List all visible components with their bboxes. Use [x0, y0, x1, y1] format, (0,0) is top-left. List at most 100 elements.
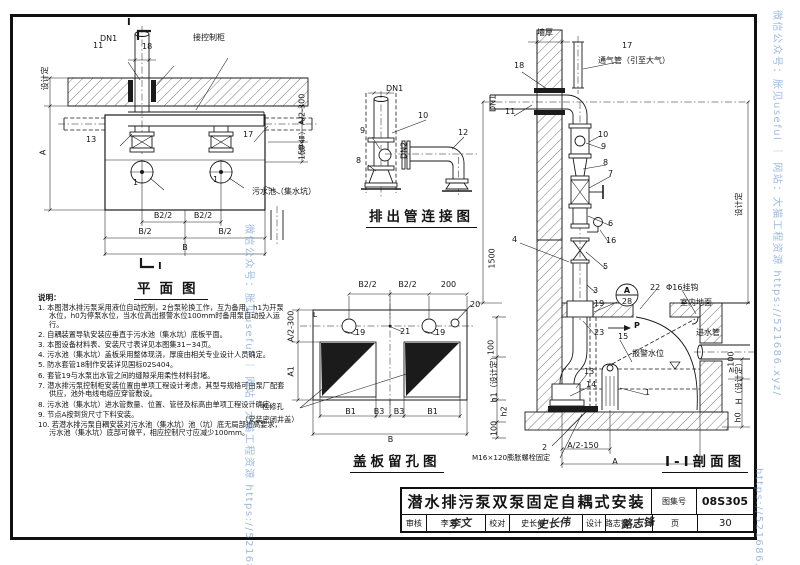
alarm-water-level-label: 报警水位 [632, 349, 664, 358]
section-dim-a2-150: A/2-150 [567, 441, 599, 450]
section-dim-100b: 100 [489, 420, 499, 437]
cover-dim-b1a: B1 [345, 407, 356, 416]
watermark-right-fragment: https://521686.xyz/ [753, 468, 764, 565]
review-label: 审核 [405, 518, 422, 528]
discharge-item-9: 9 [360, 126, 366, 135]
note-item: 6. 套管19与水泵出水管之间的缝隙采用柔性材料封堵。 [38, 370, 215, 380]
plan-item-17: 17 [243, 130, 254, 139]
access-hole-label: 检修孔 [262, 402, 284, 411]
section-dim-h2: h2 [499, 406, 509, 417]
wall-thickness-label: 墙厚 [537, 28, 553, 37]
note-item: 2. 自耦装置导轨安装应垂直于污水池（集水坑）底板平面。 [38, 330, 227, 340]
note-item: 7. 潜水排污泵控制柜安装位置由单项工程设计考虑，其型号规格可由泵厂配套供应，池… [38, 380, 285, 399]
discharge-connection-drawing [361, 91, 478, 197]
check-label: 校对 [484, 515, 509, 531]
cover-dim-b1b: B1 [427, 407, 438, 416]
section-item-19: 19 [594, 299, 605, 308]
page-label: 页 [652, 515, 696, 531]
plan-dim-a: A [38, 149, 48, 156]
section-item-7: 7 [608, 169, 614, 178]
note-item: 4. 污水池（集水坑）盖板采用整体现浇，厚度由相关专业设计人员确定。 [38, 350, 270, 360]
discharge-item-8: 8 [356, 156, 362, 165]
indoor-floor-label: 室内地面 [680, 298, 712, 307]
note-item: 1. 本图潜水排污泵采用液位自动控制，2台泵轮换工作，互为备用。h1为开泵水位，… [38, 302, 284, 329]
section-dim-a: A [612, 457, 618, 466]
cover-dim-l: L [313, 310, 318, 319]
plan-pipe-size-label: DN1 [100, 34, 118, 43]
section-item-22: 22 [650, 283, 661, 292]
section-item-11: 11 [505, 107, 516, 116]
anchor-bolt-label: M16×120膨胀螺栓固定 [472, 453, 551, 462]
plan-section-mark-top: I [127, 17, 131, 28]
note-item: 10. 若潜水排污泵自耦安装对污水池（集水坑）池（坑）底无局部抬高要求，污水池（… [38, 419, 282, 438]
atlas-number-label: 图集号 [651, 489, 696, 514]
section-item-13: 13 [584, 367, 595, 376]
cover-item-21: 21 [400, 327, 411, 336]
page-number: 30 [696, 515, 753, 531]
designer-cell: 路志锋 路志锋 [604, 515, 655, 532]
design-label: 设计 [581, 515, 606, 531]
plan-control-cabinet-label: 接控制柜 [193, 33, 225, 42]
plan-item-13: 13 [86, 135, 97, 144]
cover-plate-drawing [292, 290, 474, 436]
section-item-23: 23 [594, 328, 605, 337]
detail-callout-letter: A [624, 286, 631, 295]
cover-item-20: 20 [470, 300, 481, 309]
section-item-10: 10 [598, 130, 609, 139]
cover-item-19b: 19 [435, 328, 446, 337]
section-item-5: 5 [603, 262, 609, 271]
note-item: 8. 污水池（集水坑）进水管数量、位置、管径及标高由单项工程设计确定。 [38, 399, 278, 409]
discharge-item-12: 12 [458, 128, 469, 137]
discharge-connection-title: 排出管连接图 [366, 205, 477, 228]
plan-dim-b2-2a: B2/2 [153, 211, 173, 220]
vent-pipe-label: 通气管（引至大气） [598, 56, 670, 65]
section-item-16: 16 [606, 236, 617, 245]
section-dim-h0: h0 [733, 412, 743, 423]
watermark-right: 微信公众号：胀见useful ｜ 网站：大猫工程资源 https://52168… [771, 10, 782, 397]
section-item-2: 2 [542, 443, 548, 452]
designer-signature: 路志锋 [620, 515, 655, 532]
plan-pit-label: 污水池（集水坑） [252, 187, 316, 196]
discharge-item-10: 10 [418, 111, 429, 120]
reviewer-name: 李文 [440, 518, 457, 528]
note-item: 9. 节点A按到货尺寸下料安装。 [38, 409, 139, 419]
section-item-6: 6 [608, 219, 614, 228]
pressure-point-label: P [634, 321, 640, 330]
cover-dim-b2-2a: B2/2 [358, 280, 377, 289]
plan-item-1b: 1 [213, 175, 219, 184]
plan-item-11: 11 [93, 41, 104, 50]
detail-callout-page: 28 [622, 297, 632, 306]
discharge-pipe-size-dn2: DN2 [399, 141, 409, 160]
plan-dim-b: B [182, 243, 188, 252]
section-view-title: I-I剖面图 [662, 450, 749, 473]
section-item-17: 17 [622, 41, 633, 50]
plan-dim-b-2b: B/2 [218, 227, 232, 236]
section-pipe-size-dn1: DN1 [488, 94, 498, 113]
cover-item-19a: 19 [355, 328, 366, 337]
designer-name: 路志锋 [604, 518, 629, 528]
cover-dim-200: 200 [440, 280, 457, 289]
checker-name: 史长伟 [521, 518, 546, 528]
plan-dim-b2-2b: B2/2 [193, 211, 213, 220]
plan-item-1a: 1 [133, 178, 139, 187]
hook-label: Φ16挂钩 [666, 283, 699, 292]
section-item-14: 14 [586, 380, 597, 389]
section-view-drawing: A 28 [478, 29, 756, 468]
section-dim-1500: 1500 [487, 248, 497, 269]
plan-view-title: 平面图 [134, 277, 208, 300]
title-block: 潜水排污泵双泵固定自耦式安装 图集号 08S305 审核 李文 李文 校对 史长… [400, 487, 755, 533]
cover-dim-a1: A1 [286, 366, 296, 377]
atlas-number-value: 08S305 [696, 489, 753, 514]
guide-rail-label: （导轨） [297, 127, 307, 161]
access-hole-cover-note: （安装密闭井盖） [241, 415, 299, 424]
section-item-1: 1 [645, 388, 651, 397]
plan-item-18: 18 [142, 42, 153, 51]
plan-view-drawing [44, 26, 318, 269]
reviewer-signature: 李文 [448, 516, 472, 531]
section-design-set-label: 设计定 [734, 192, 744, 217]
inlet-pipe-label: 进水管 [696, 328, 720, 337]
cover-dim-b: B [387, 435, 394, 444]
cover-plate-title: 盖板留孔图 [350, 450, 444, 473]
checker-signature: 史长伟 [536, 515, 571, 532]
discharge-pipe-size-dn1: DN1 [386, 84, 404, 93]
